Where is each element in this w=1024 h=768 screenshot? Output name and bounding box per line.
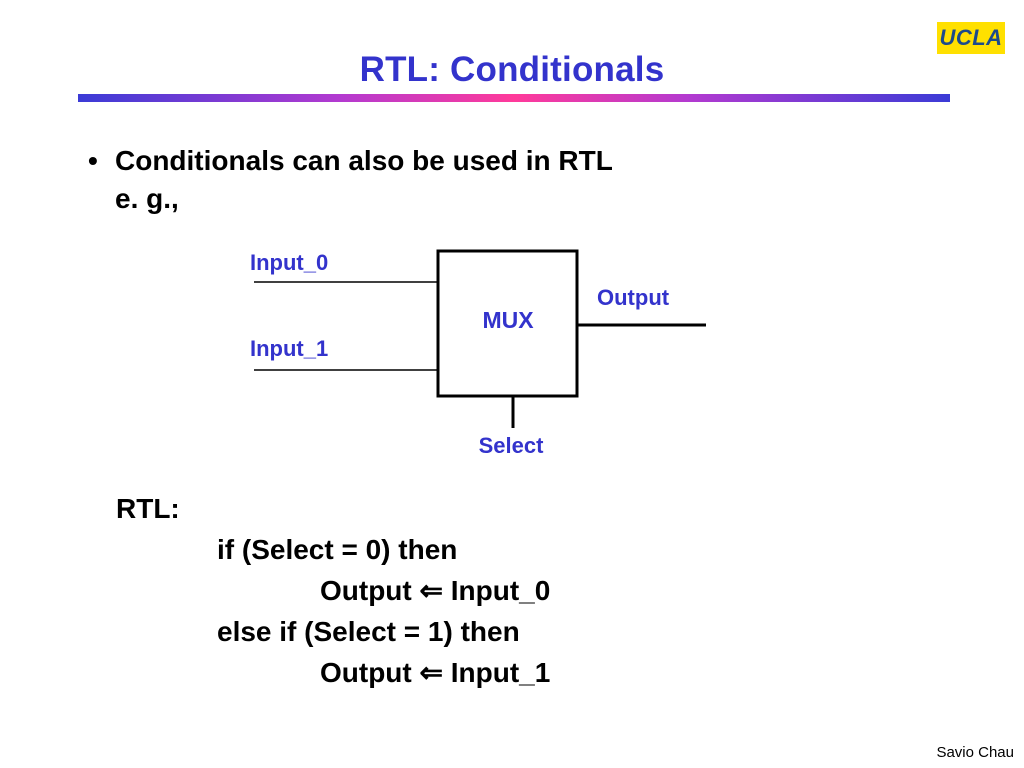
rtl-line-if: if (Select = 0) then [217,534,458,565]
rtl-line-elseif: else if (Select = 1) then [217,616,520,647]
rtl-header: RTL: [116,493,180,524]
mux-label: MUX [482,307,534,333]
select-label: Select [479,433,544,458]
title-divider [78,94,950,102]
rtl-line-assign1: Output ⇐ Input_1 [320,657,551,688]
bullet-text-line2: e. g., [115,183,179,214]
output-label: Output [597,285,670,310]
input1-label: Input_1 [250,336,328,361]
mux-box [436,249,579,398]
input0-label: Input_0 [250,250,328,275]
slide-title: RTL: Conditionals [359,50,665,89]
bullet-text-line1: Conditionals can also be used in RTL [115,145,613,176]
bullet-dot: • [88,145,98,176]
rtl-line-assign0: Output ⇐ Input_0 [320,575,551,606]
ucla-logo: UCLA [937,22,1005,54]
ucla-logo-text: UCLA [939,25,1003,50]
footer-author: Savio Chau [936,744,1014,761]
